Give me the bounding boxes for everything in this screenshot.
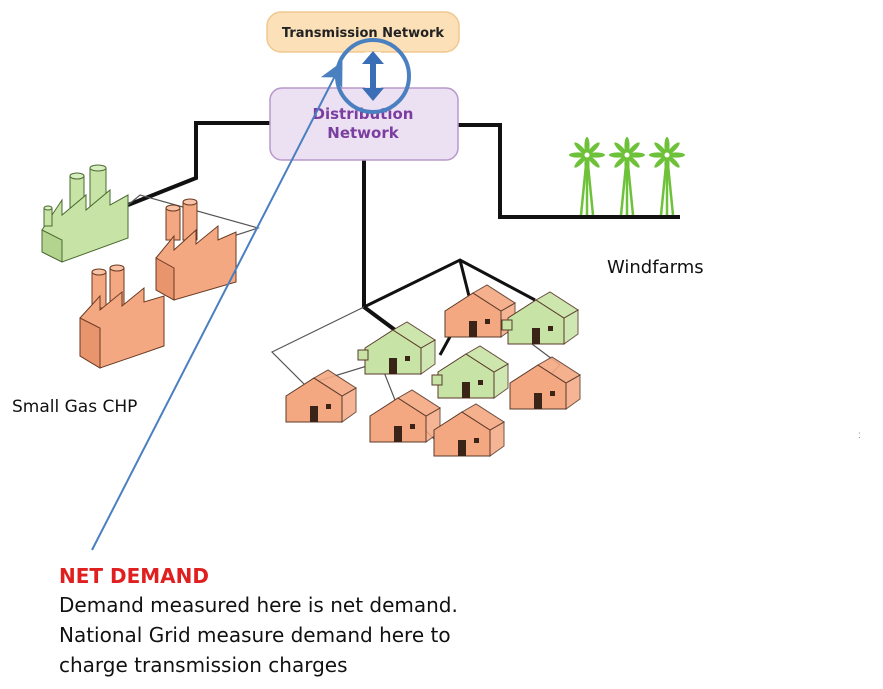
house-icon (507, 291, 579, 345)
wind-turbine-icon (609, 137, 645, 216)
distribution-network-label-line1: Distribution (313, 105, 414, 123)
transmission-network-node: Transmission Network (266, 11, 460, 53)
solar-box-icon (431, 374, 443, 386)
wire-secondary-left (270, 306, 365, 386)
factory-icon (79, 264, 165, 369)
house-icon (364, 321, 436, 375)
factory-icon (155, 198, 237, 301)
net-demand-callout: NET DEMAND Demand measured here is net d… (59, 562, 579, 680)
wind-turbine-icon (649, 137, 685, 216)
factory-icon (41, 164, 129, 263)
wire-distribution-to-windfarm (457, 123, 680, 219)
stray-mark: : (858, 430, 861, 441)
solar-box-icon (501, 319, 513, 331)
wire-distribution-to-chp (127, 121, 272, 207)
house-icon (437, 345, 509, 399)
net-demand-line-3: charge transmission charges (59, 653, 348, 677)
net-demand-pointer-arrow (91, 61, 343, 551)
net-demand-line-1: Demand measured here is net demand. (59, 593, 458, 617)
net-demand-title: NET DEMAND (59, 564, 209, 588)
transmission-network-label: Transmission Network (282, 26, 445, 41)
house-icon (285, 369, 357, 423)
small-gas-chp-group: Small Gas CHP (12, 164, 237, 417)
windfarm: Windfarms (569, 137, 704, 278)
distribution-network-label-line2: Network (327, 124, 399, 142)
house-icon (433, 403, 505, 457)
windfarms-label: Windfarms (607, 257, 704, 278)
houses-group (285, 284, 581, 457)
small-gas-chp-label: Small Gas CHP (12, 397, 137, 417)
house-icon (369, 389, 441, 443)
solar-box-icon (357, 349, 369, 361)
net-demand-line-2: National Grid measure demand here to (59, 623, 451, 647)
house-icon (509, 356, 581, 410)
wind-turbine-icon (569, 137, 605, 216)
